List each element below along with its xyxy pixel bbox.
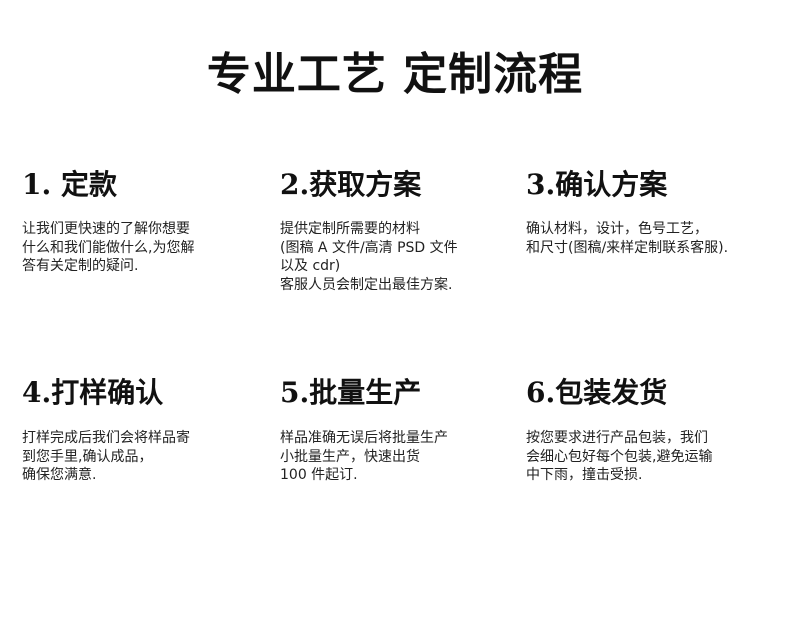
step-description-line: 样品准确无误后将批量生产 xyxy=(280,430,448,446)
step-heading: 2.获取方案 xyxy=(280,168,422,201)
page-title: 专业工艺 定制流程 xyxy=(206,49,584,100)
step-5-mass-production: 5.批量生产 样品准确无误后将批量生产 小批量生产，快速出货 100 件起订. xyxy=(280,376,530,496)
step-description: 按您要求进行产品包装，我们 会细心包好每个包装,避免运输 中下雨，撞击受损. xyxy=(526,429,712,485)
step-6-packing-shipping: 6.包装发货 按您要求进行产品包装，我们 会细心包好每个包装,避免运输 中下雨，… xyxy=(526,376,776,496)
step-description: 打样完成后我们会将样品寄 到您手里,确认成品， 确保您满意. xyxy=(22,429,190,485)
step-heading: 6.包装发货 xyxy=(526,376,668,409)
step-description-line: 让我们更快速的了解你想要 xyxy=(22,221,190,237)
step-heading: 4.打样确认 xyxy=(22,376,164,409)
step-description-line: 按您要求进行产品包装，我们 xyxy=(526,430,708,446)
step-heading: 5.批量生产 xyxy=(280,376,422,409)
step-description-line: (图稿 A 文件/高清 PSD 文件 xyxy=(280,239,458,256)
step-description-line: 中下雨，撞击受损. xyxy=(526,467,643,483)
step-description-line: 100 件起订. xyxy=(280,467,358,483)
step-description-line: 以及 cdr) xyxy=(280,258,341,274)
step-1-define-style: 1. 定款 让我们更快速的了解你想要 什么和我们能做什么,为您解 答有关定制的疑… xyxy=(22,168,272,308)
step-description-line: 和尺寸(图稿/来样定制联系客服). xyxy=(526,239,729,256)
step-description-line: 确保您满意. xyxy=(22,467,97,483)
step-2-get-plan: 2.获取方案 提供定制所需要的材料 (图稿 A 文件/高清 PSD 文件 以及 … xyxy=(280,168,530,308)
step-description: 让我们更快速的了解你想要 什么和我们能做什么,为您解 答有关定制的疑问. xyxy=(22,220,194,276)
step-description: 样品准确无误后将批量生产 小批量生产，快速出货 100 件起订. xyxy=(280,429,448,485)
step-description-line: 打样完成后我们会将样品寄 xyxy=(22,430,190,446)
step-description-line: 客服人员会制定出最佳方案. xyxy=(280,276,453,293)
step-description-line: 答有关定制的疑问. xyxy=(22,258,139,274)
step-description: 提供定制所需要的材料 (图稿 A 文件/高清 PSD 文件 以及 cdr) 客服… xyxy=(280,220,458,294)
step-description-line: 小批量生产，快速出货 xyxy=(280,448,420,465)
step-heading: 1. 定款 xyxy=(22,168,117,201)
step-heading: 3.确认方案 xyxy=(526,168,668,201)
step-4-sample-confirm: 4.打样确认 打样完成后我们会将样品寄 到您手里,确认成品， 确保您满意. xyxy=(22,376,272,496)
step-3-confirm-plan: 3.确认方案 确认材料，设计，色号工艺， 和尺寸(图稿/来样定制联系客服). xyxy=(526,168,776,308)
step-description-line: 什么和我们能做什么,为您解 xyxy=(22,239,195,256)
step-description: 确认材料，设计，色号工艺， 和尺寸(图稿/来样定制联系客服). xyxy=(526,220,728,257)
step-description-line: 会细心包好每个包装,避免运输 xyxy=(526,448,713,465)
step-description-line: 提供定制所需要的材料 xyxy=(280,221,420,237)
step-description-line: 到您手里,确认成品， xyxy=(22,448,153,465)
step-description-line: 确认材料，设计，色号工艺， xyxy=(526,221,708,237)
